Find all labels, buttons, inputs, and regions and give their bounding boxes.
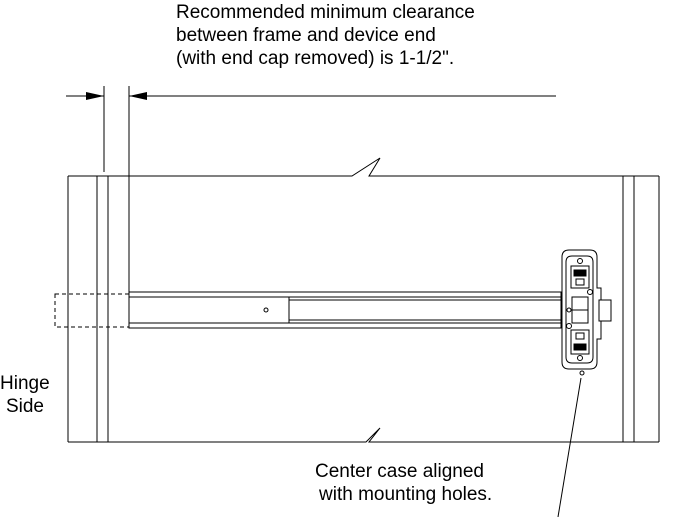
center-case-note-line-2: with mounting holes. [319, 484, 493, 505]
dimension-arrow-left [86, 92, 104, 100]
hinge-side-label: Hinge Side [0, 372, 50, 418]
rail-body [128, 291, 562, 329]
clearance-note-line-1: Recommended minimum clearance [176, 2, 475, 23]
lower-latch-mechanism [570, 329, 590, 355]
lower-mounting-screw [577, 355, 583, 361]
hinge-side-label-line-2: Side [5, 396, 44, 417]
dimension-arrow-right [129, 92, 147, 100]
center-case-note: Center case aligned with mounting holes. [315, 460, 492, 506]
lower-left-screw [566, 323, 572, 329]
upper-mounting-screw [577, 258, 583, 264]
center-case-note-line-1: Center case aligned [315, 461, 484, 482]
exit-device-rail [128, 291, 562, 329]
center-case-inner-outline [565, 255, 594, 364]
clearance-note: Recommended minimum clearance between fr… [176, 1, 475, 70]
mounting-hole [579, 370, 585, 376]
clearance-note-line-2: between frame and device end [176, 25, 436, 46]
upper-latch-mechanism [570, 265, 590, 289]
hinge-side-label-line-1: Hinge [0, 373, 50, 394]
removed-end-cap-outline [54, 293, 130, 328]
rail-screw-hole [263, 307, 269, 313]
door-panel [67, 157, 660, 443]
door-bottom-edge-with-break [68, 427, 659, 443]
center-case-latch-assembly [561, 249, 612, 376]
clearance-dimension [66, 86, 556, 292]
upper-right-screw [587, 289, 593, 295]
clearance-note-line-3: (with end cap removed) is 1-1/2". [176, 48, 455, 69]
door-top-edge-with-break [68, 157, 659, 177]
center-case-leader-line [557, 377, 582, 517]
spindle-left-screw [566, 307, 572, 313]
latch-bolt [598, 299, 612, 322]
